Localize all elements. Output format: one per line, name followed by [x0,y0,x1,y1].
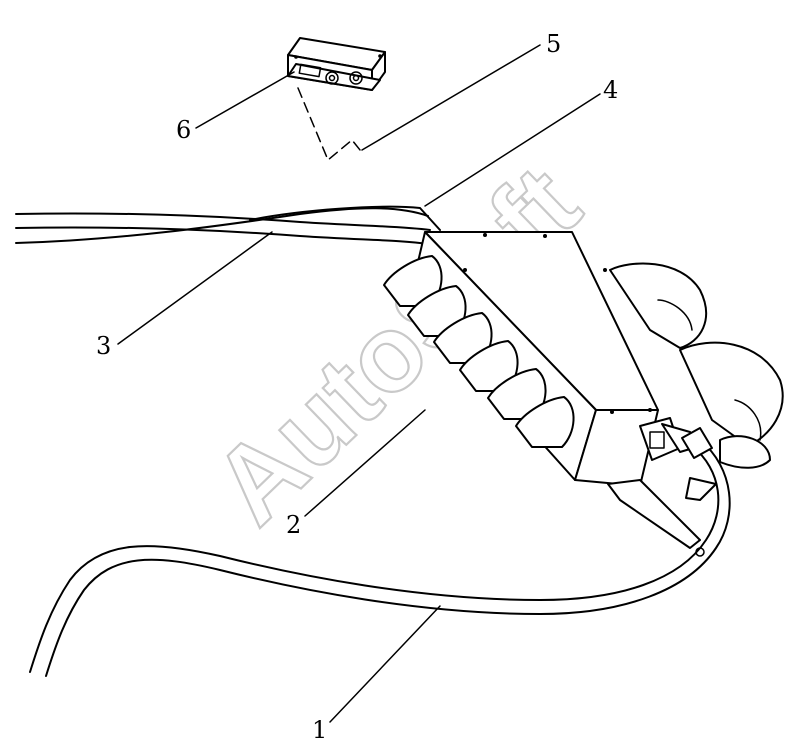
leader-line-1 [329,605,441,723]
control-switch-panel [287,37,386,91]
wiring-harness [15,205,441,245]
leader-line-4 [424,93,601,207]
callout-labels: 1 2 3 4 5 6 [96,30,618,744]
callout-2: 2 [286,511,301,539]
callout-3: 3 [96,332,111,360]
leader-line-6 [195,71,295,129]
callout-6: 6 [176,116,191,144]
blower-fans [609,262,784,469]
callout-5: 5 [546,30,561,58]
air-outlets [383,255,575,448]
leader-line-5 [361,44,541,151]
callout-1: 1 [312,716,327,744]
switch-wire-dashed [297,87,361,161]
callout-4: 4 [603,76,618,104]
leader-line-3 [117,231,273,345]
leader-line-2 [304,409,426,517]
hose [29,427,731,677]
leader-lines [117,44,601,723]
